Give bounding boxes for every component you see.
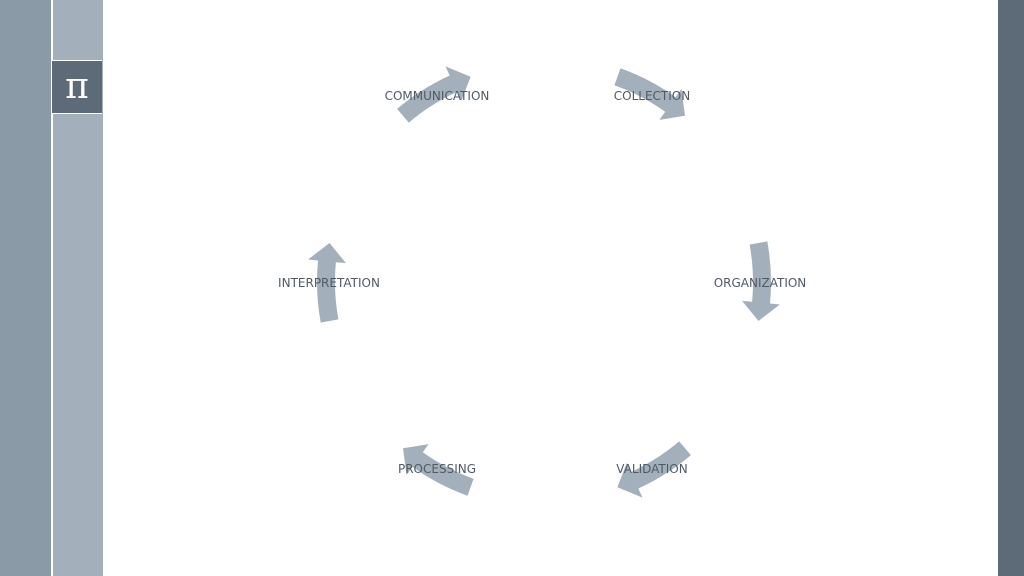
arrow-collection-to-organization [614, 68, 685, 120]
stage-label-collection: COLLECTION [614, 89, 690, 103]
stage-label-interpretation: INTERPRETATION [278, 276, 380, 290]
arrow-interpretation-to-communication [308, 243, 346, 323]
pi-icon: π [52, 60, 102, 114]
stage-label-validation: VALIDATION [616, 462, 687, 476]
pi-symbol: π [65, 66, 89, 107]
arrow-validation-to-processing [617, 441, 691, 498]
stage-label-organization: ORGANIZATION [714, 276, 807, 290]
left-band-outer [0, 0, 51, 576]
cycle-arrows [308, 66, 780, 498]
arrow-communication-to-collection [397, 66, 471, 123]
stage-label-processing: PROCESSING [398, 462, 476, 476]
arrow-organization-to-validation [742, 241, 780, 321]
arrow-processing-to-interpretation [403, 444, 474, 496]
stage-label-communication: COMMUNICATION [385, 89, 490, 103]
right-band [998, 0, 1024, 576]
